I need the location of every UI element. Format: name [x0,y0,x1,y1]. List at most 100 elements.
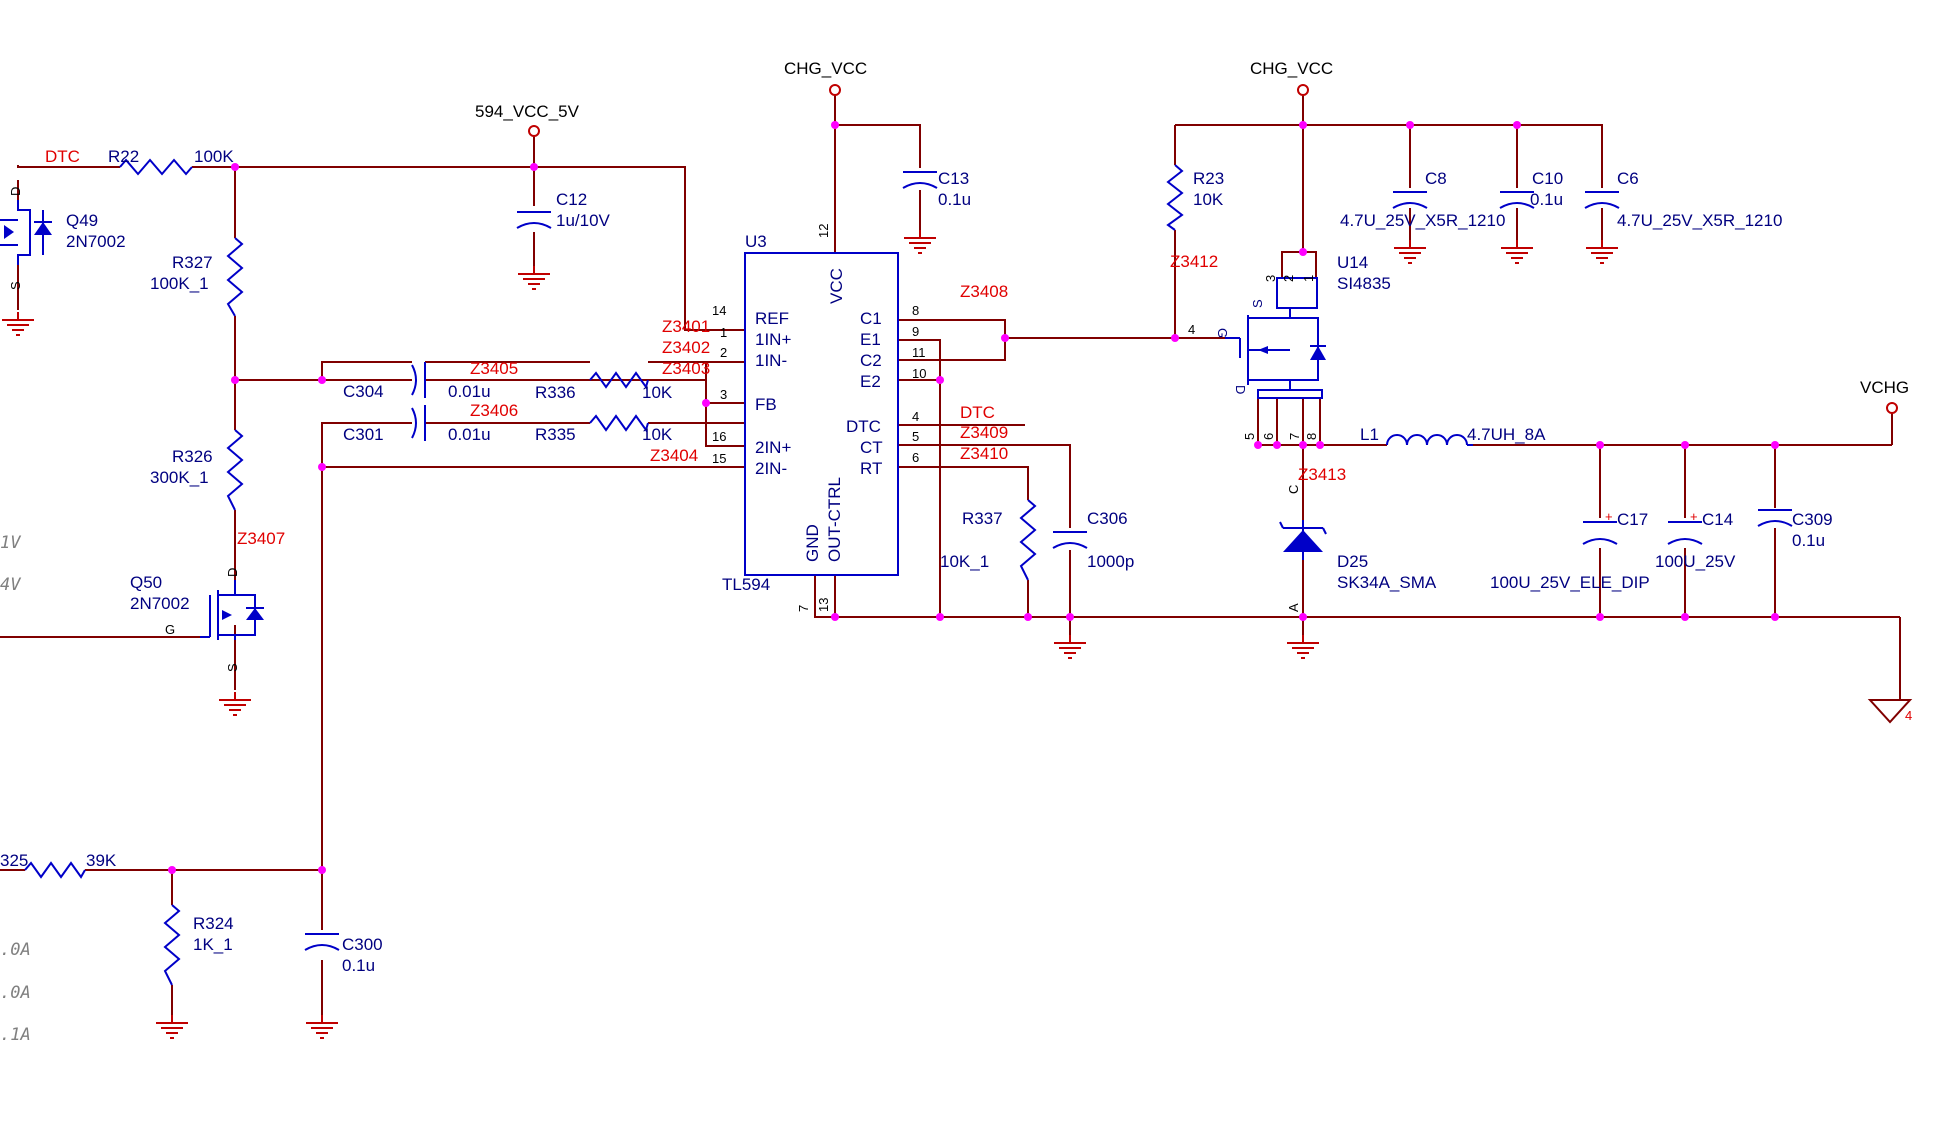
d25-ref: D25 [1337,552,1368,571]
u3-pin-label: 2IN+ [755,438,791,457]
u3-pin-label: C1 [860,309,882,328]
u3-pin-label-gnd: GND [803,524,822,562]
u14-source-letter: S [1250,299,1265,308]
u14-gate-letter: G [1215,328,1230,338]
net-label-dtc: DTC [45,147,80,166]
d25-cathode-letter: C [1286,485,1301,494]
r325-value: 39K [86,851,117,870]
u3-pin-label: E2 [860,372,881,391]
pin-number: 1 [720,325,727,340]
d25-anode-letter: A [1286,603,1301,612]
u3-value: TL594 [722,575,770,594]
u14-value: SI4835 [1337,274,1391,293]
r327-ref: R327 [172,253,213,272]
pin-number: 11 [912,345,926,360]
q50-ref: Q50 [130,573,162,592]
d25-value: SK34A_SMA [1337,573,1437,592]
c304-ref: C304 [343,382,384,401]
r324-ref: R324 [193,914,234,933]
r336-ref: R336 [535,383,576,402]
r335-value: 10K [642,425,673,444]
offpage-port-label: 4 [1905,708,1912,723]
c12-ref: C12 [556,190,587,209]
net-label-z3410: Z3410 [960,444,1008,463]
pin-number: 1 [1301,275,1316,282]
c301-value: 0.01u [448,425,491,444]
net-label-z3413: Z3413 [1298,465,1346,484]
power-ports [528,84,1913,724]
resistors [24,158,1184,986]
q49-mosfet [0,200,52,265]
power-label-594-vcc-5v: 594_VCC_5V [475,102,580,121]
power-label-vchg: VCHG [1860,378,1909,397]
pin-number: 9 [912,324,919,339]
pin-number: 3 [720,387,727,402]
r336-value: 10K [642,383,673,402]
q49-source-letter: S [8,281,23,290]
net-label-z3408: Z3408 [960,282,1008,301]
pin-number: 2 [1281,275,1296,282]
r22-value: 100K [194,147,234,166]
pin-number: 15 [712,451,726,466]
q50-mosfet [200,580,264,640]
u14-mosfet [1225,277,1326,399]
junction-dots [168,121,1779,874]
u3-pin-label-out-ctrl: OUT-CTRL [825,477,844,562]
c8-ref: C8 [1425,169,1447,188]
q50-gate-letter: G [165,622,175,637]
r337-ref: R337 [962,509,1003,528]
u14-ref: U14 [1337,253,1368,272]
net-label-dtc: DTC [960,403,995,422]
u3-ic-body [744,252,899,576]
inductor-l1 [1386,434,1473,446]
u3-pin-label: RT [860,459,882,478]
r324-value: 1K_1 [193,935,233,954]
pin-number: 6 [912,450,919,465]
r327-value: 100K_1 [150,274,209,293]
pin-number: 4 [1188,322,1195,337]
pin-number: 5 [912,429,919,444]
pin-number: 5 [1242,433,1257,440]
u3-pin-label: 1IN- [755,351,787,370]
q49-value: 2N7002 [66,232,126,251]
c304-value: 0.01u [448,382,491,401]
r326-ref: R326 [172,447,213,466]
net-label-z3402: Z3402 [662,338,710,357]
pin-number: 14 [712,303,726,318]
c300-ref: C300 [342,935,383,954]
q50-drain-letter: D [225,568,240,577]
pin-number: 12 [816,224,831,238]
c306-ref: C306 [1087,509,1128,528]
c10-ref: C10 [1532,169,1563,188]
pin-number: 16 [712,429,726,444]
pin-number: 8 [912,303,919,318]
pin-number: 8 [1304,433,1319,440]
net-label-z3405: Z3405 [470,359,518,378]
l1-value: 4.7UH_8A [1467,425,1546,444]
u3-pin-label: CT [860,438,883,457]
q49-drain-letter: D [8,187,23,196]
q50-source-letter: S [225,663,240,672]
u3-pin-label-vcc: VCC [827,268,846,304]
c306-value: 1000p [1087,552,1134,571]
c6-value: 4.7U_25V_X5R_1210 [1617,211,1782,230]
c17-plus-mark: + [1605,509,1613,524]
cutoff-text: 1V [0,533,21,553]
power-label-chg-vcc: CHG_VCC [784,59,867,78]
net-label-z3409: Z3409 [960,423,1008,442]
r22-ref: R22 [108,147,139,166]
u3-pin-label: E1 [860,330,881,349]
pin-number: 7 [1287,433,1302,440]
cutoff-text: .0A [0,983,31,1003]
diode-d25 [1279,520,1327,617]
q49-ref: Q49 [66,211,98,230]
u3-pin-label: DTC [846,417,881,436]
pin-number: 10 [912,366,926,381]
net-label-z3404: Z3404 [650,446,698,465]
net-label-z3401: Z3401 [662,317,710,336]
wires [0,95,1901,1015]
pin-number: 4 [912,409,919,424]
pin-number: 13 [816,598,831,612]
